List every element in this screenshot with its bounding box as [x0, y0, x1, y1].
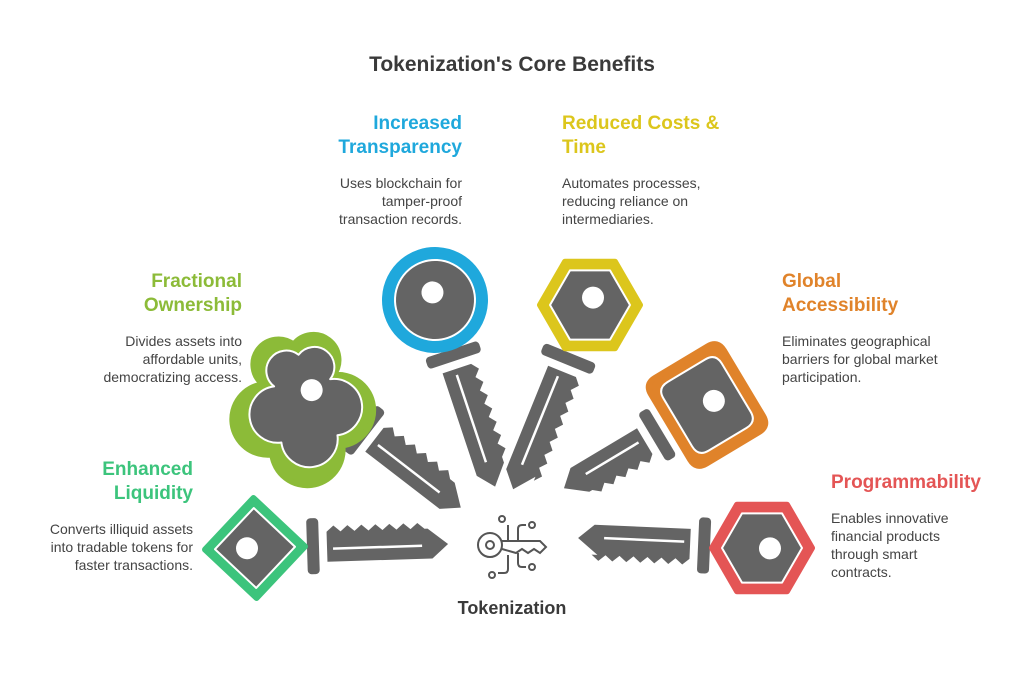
key-hole: [702, 389, 725, 412]
key-groove: [520, 375, 560, 466]
benefit-programmability: Programmability Enables innovative finan…: [831, 471, 1024, 581]
benefit-reduced-costs-time: Reduced Costs & Time Automates processes…: [562, 112, 792, 228]
key-liquidity: [202, 495, 449, 601]
benefit-heading: Enhanced Liquidity: [102, 459, 193, 504]
benefit-description: Eliminates geographical barriers for glo…: [782, 333, 938, 385]
key-hole: [300, 379, 323, 402]
key-programmability: [578, 501, 815, 595]
key-head: [660, 356, 754, 454]
key-groove: [604, 536, 685, 543]
key-fractional: [229, 332, 461, 509]
benefit-increased-transparency: Increased Transparency Uses blockchain f…: [232, 112, 462, 228]
benefit-heading: Fractional Ownership: [143, 271, 242, 316]
key-bolster: [639, 409, 676, 461]
key-bolster: [541, 343, 596, 374]
benefit-heading: Increased Transparency: [338, 113, 462, 158]
key-blade: [365, 427, 461, 509]
key-hole: [582, 286, 605, 309]
benefit-enhanced-liquidity: Enhanced Liquidity Converts illiquid ass…: [0, 458, 193, 574]
benefit-heading: Reduced Costs & Time: [562, 113, 720, 158]
benefit-description: Uses blockchain for tamper-proof transac…: [339, 175, 462, 227]
benefit-description: Divides assets into affordable units, de…: [103, 333, 242, 385]
key-bolster: [306, 518, 320, 575]
key-groove: [455, 374, 488, 463]
diagram-title: Tokenization's Core Benefits: [369, 53, 655, 76]
key-head: [248, 345, 364, 469]
benefit-description: Converts illiquid assets into tradable t…: [49, 521, 193, 573]
key-hole: [421, 281, 444, 304]
key-transparency: [382, 247, 506, 487]
benefit-global-accessibility: Global Accessibility Eliminates geograph…: [782, 270, 1012, 386]
benefit-heading: Programmability: [831, 472, 981, 493]
key-blade: [578, 524, 691, 565]
key-groove: [377, 444, 441, 494]
key-hole: [758, 537, 781, 560]
key-groove: [333, 544, 423, 550]
center-label: Tokenization: [457, 598, 567, 618]
key-blade: [326, 522, 449, 562]
benefit-heading: Global Accessibility: [782, 271, 899, 316]
key-global: [563, 341, 769, 492]
key-blade: [442, 363, 506, 487]
benefit-description: Enables innovative financial products th…: [831, 510, 949, 580]
key-blade: [563, 428, 653, 492]
key-hole: [236, 537, 259, 560]
digital-key-icon: [477, 515, 548, 579]
key-bolster: [697, 517, 712, 574]
key-reduced-costs: [506, 258, 644, 490]
key-groove: [585, 441, 640, 476]
benefit-description: Automates processes, reducing reliance o…: [562, 175, 701, 227]
benefit-fractional-ownership: Fractional Ownership Divides assets into…: [12, 270, 242, 386]
key-bolster: [425, 341, 481, 369]
